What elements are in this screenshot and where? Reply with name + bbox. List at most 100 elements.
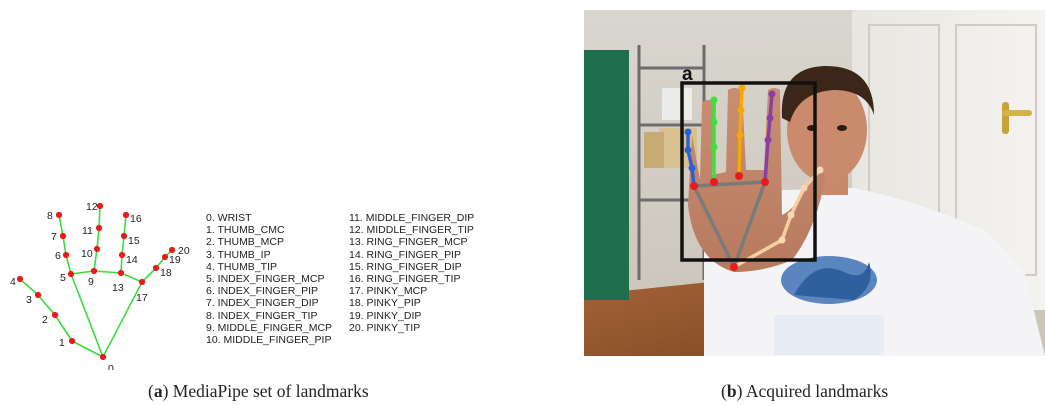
landmark-number: 2	[42, 314, 48, 326]
landmark-number: 6	[55, 250, 61, 262]
landmark-item: 20. PINKY_TIP	[349, 321, 421, 334]
landmark-item: 6. INDEX_FINGER_PIP	[206, 285, 319, 298]
landmark-item: 1. THUMB_CMC	[206, 224, 285, 237]
landmark-point	[117, 269, 125, 277]
landmark-item: 12. MIDDLE_FINGER_TIP	[349, 224, 474, 237]
door-handle-icon	[1002, 102, 1009, 134]
caption-panel-b: (b) Acquired landmarks	[721, 381, 889, 401]
landmark-item: 4. THUMB_TIP	[206, 260, 277, 273]
caption-b-text: Acquired landmarks	[745, 381, 889, 401]
landmark-item: 0. WRIST	[206, 212, 252, 224]
landmark-number: 14	[126, 254, 138, 266]
hand-connection-line	[54, 314, 73, 342]
landmark-number: 0	[108, 363, 114, 370]
landmark-item: 19. PINKY_DIP	[349, 309, 422, 322]
hair	[781, 65, 874, 122]
landmark-number: 16	[130, 213, 142, 225]
bounding-box-label: a	[682, 64, 693, 85]
landmark-item: 16. RING_FINGER_TIP	[349, 273, 461, 286]
acquired-landmarks-photo: a	[584, 10, 1045, 356]
hand-connection-line	[65, 254, 72, 275]
landmark-point	[152, 264, 160, 272]
landmark-point	[59, 232, 67, 240]
landmark-legend-column-2: 11. MIDDLE_FINGER_DIP 12. MIDDLE_FINGER_…	[349, 212, 474, 334]
landmark-point	[122, 211, 130, 219]
hand	[688, 88, 826, 272]
landmark-number: 12	[86, 201, 98, 213]
green-panel	[584, 50, 629, 300]
hand-connection-line	[123, 214, 127, 237]
landmark-item: 10. MIDDLE_FINGER_PIP	[206, 334, 332, 347]
hand-connection-line	[121, 235, 125, 256]
landmark-number: 15	[128, 235, 140, 247]
landmark-item: 13. RING_FINGER_MCP	[349, 236, 468, 249]
hand-connection-line	[98, 205, 101, 229]
hand-connection-line	[93, 270, 122, 274]
hand-connection-line	[58, 214, 64, 237]
hand-connection-line	[71, 340, 104, 358]
landmark-number: 7	[51, 231, 57, 243]
landmark-item: 7. INDEX_FINGER_DIP	[206, 297, 319, 310]
landmark-number: 10	[81, 248, 93, 260]
landmark-point	[68, 337, 76, 345]
hand-bounding-box	[680, 81, 817, 262]
hand-connection-line	[70, 270, 95, 275]
caption-b-label: b	[726, 381, 737, 401]
landmark-point	[96, 202, 104, 210]
landmark-legend-column-1: 0. WRIST 1. THUMB_CMC 2. THUMB_MCP 3. TH…	[206, 212, 332, 346]
landmark-point	[118, 251, 126, 259]
landmark-item: 2. THUMB_MCP	[206, 236, 284, 249]
hand-connection-line	[120, 272, 143, 283]
landmark-point	[16, 275, 24, 283]
landmark-point	[161, 253, 169, 261]
hand-connection-line	[93, 248, 98, 272]
landmark-number: 19	[169, 254, 181, 266]
landmark-number: 5	[60, 272, 66, 284]
hand-connection-line	[96, 227, 100, 250]
landmark-number: 11	[82, 225, 93, 237]
landmark-point	[51, 311, 59, 319]
landmark-number: 1	[59, 337, 65, 349]
hand-connection-line	[37, 294, 56, 316]
landmark-number: 20	[178, 245, 190, 257]
landmark-point	[55, 211, 63, 219]
landmark-item: 5. INDEX_FINGER_MCP	[206, 273, 325, 286]
landmark-number: 3	[26, 294, 32, 306]
caption-a-label: a	[153, 381, 163, 401]
landmark-item: 18. PINKY_PIP	[349, 297, 421, 310]
landmark-point	[62, 251, 70, 259]
landmark-point	[90, 267, 98, 275]
landmark-point	[67, 270, 75, 278]
hand-connection-line	[141, 267, 157, 283]
face	[787, 78, 867, 182]
caption-panel-a: (a) MediaPipe set of landmarks	[148, 381, 369, 401]
landmark-point	[95, 224, 103, 232]
landmark-point	[120, 232, 128, 240]
landmark-item: 14. RING_FINGER_PIP	[349, 248, 462, 261]
landmark-item: 17. PINKY_MCP	[349, 285, 428, 298]
landmark-item: 11. MIDDLE_FINGER_DIP	[349, 212, 475, 224]
landmark-number: 13	[112, 282, 124, 294]
shirt-print	[774, 256, 884, 355]
landmark-item: 8. INDEX_FINGER_TIP	[206, 309, 318, 322]
landmark-number: 8	[47, 210, 53, 222]
hand-connection-line	[102, 281, 143, 358]
landmark-number: 9	[88, 276, 94, 288]
landmark-item: 15. RING_FINGER_DIP	[349, 260, 462, 273]
hand-connection-line	[62, 235, 67, 256]
tracked-hand-skeleton	[692, 180, 767, 268]
landmark-point	[138, 278, 146, 286]
photo-illustration: a	[584, 10, 1045, 356]
landmark-point	[93, 245, 101, 253]
landmark-point	[34, 291, 42, 299]
landmark-number: 17	[136, 292, 148, 304]
landmark-number: 4	[10, 276, 16, 288]
landmark-point	[168, 246, 176, 254]
landmark-point	[99, 353, 107, 361]
hand-landmark-points	[16, 202, 176, 361]
caption-a-text: MediaPipe set of landmarks	[172, 381, 369, 401]
landmark-number: 18	[160, 267, 172, 279]
hand-connection-line	[19, 278, 39, 296]
